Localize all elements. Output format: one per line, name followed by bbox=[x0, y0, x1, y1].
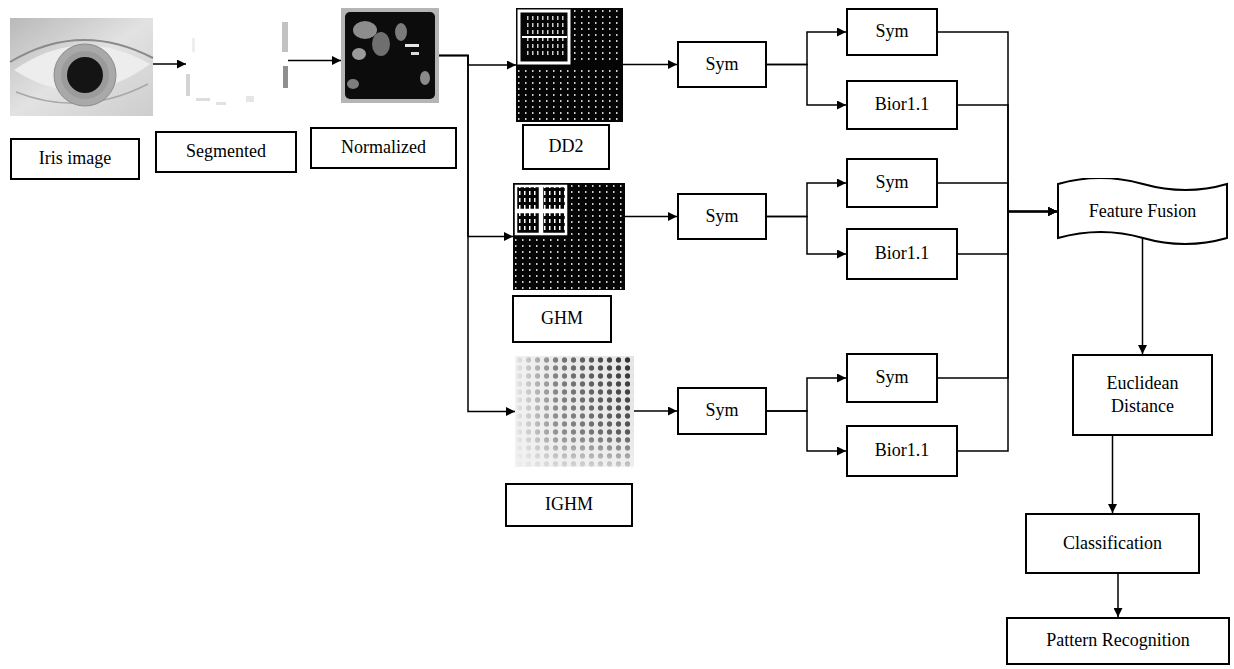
image-stage: GHM bbox=[512, 183, 625, 343]
flow-arrow bbox=[623, 64, 677, 66]
process-box: Sym bbox=[677, 193, 767, 240]
image-stage: Iris image bbox=[10, 18, 153, 180]
node-text: GHM bbox=[541, 307, 583, 330]
node-text: Sym bbox=[875, 171, 908, 194]
flow-arrow bbox=[153, 63, 186, 65]
flow-arrow bbox=[938, 183, 1057, 212]
node-text: IGHM bbox=[545, 493, 593, 516]
node-text: Classification bbox=[1063, 532, 1162, 555]
image-area bbox=[186, 18, 288, 110]
node-text: Iris image bbox=[39, 147, 111, 170]
node-text: Pattern Recognition bbox=[1046, 629, 1189, 652]
node-text: Bior1.1 bbox=[875, 439, 930, 462]
node-text: Euclidean Distance bbox=[1091, 372, 1195, 419]
process-box: Sym bbox=[846, 8, 938, 56]
node-text: Segmented bbox=[186, 140, 266, 163]
flow-arrow bbox=[767, 32, 846, 65]
label-box: Iris image bbox=[10, 138, 140, 180]
process-box: Bior1.1 bbox=[846, 80, 958, 130]
flow-arrow bbox=[767, 378, 846, 411]
flow-arrow bbox=[439, 56, 516, 66]
flow-arrow bbox=[1112, 436, 1114, 513]
ghm-image bbox=[513, 183, 625, 290]
label-box: IGHM bbox=[505, 483, 633, 527]
process-box: Classification bbox=[1025, 513, 1200, 574]
label-box: Segmented bbox=[155, 131, 297, 173]
label-box: GHM bbox=[512, 295, 612, 343]
node-text: Sym bbox=[875, 366, 908, 389]
node-text: Bior1.1 bbox=[875, 93, 930, 116]
eye-image bbox=[10, 18, 153, 116]
flow-arrow bbox=[767, 183, 846, 217]
image-area bbox=[513, 183, 625, 290]
process-box: Sym bbox=[846, 158, 938, 208]
flow-arrow bbox=[1117, 574, 1119, 617]
flow-arrow bbox=[767, 411, 846, 451]
process-box: Pattern Recognition bbox=[1006, 617, 1230, 665]
image-stage: Segmented bbox=[155, 18, 297, 173]
flow-arrow bbox=[767, 65, 846, 106]
dd2-image bbox=[516, 8, 623, 122]
flow-arrow bbox=[288, 60, 341, 62]
node-text: DD2 bbox=[549, 135, 584, 158]
process-box: Sym bbox=[846, 353, 938, 403]
flow-arrow bbox=[625, 216, 677, 218]
flow-arrow bbox=[1142, 238, 1144, 354]
flow-arrow bbox=[439, 56, 515, 412]
process-box: Sym bbox=[677, 41, 767, 88]
process-box: Euclidean Distance bbox=[1072, 354, 1213, 436]
node-text: Sym bbox=[705, 53, 738, 76]
image-area bbox=[341, 8, 439, 103]
node-text: Sym bbox=[875, 20, 908, 43]
image-stage: IGHM bbox=[505, 356, 634, 527]
node-text: Feature Fusion bbox=[1089, 200, 1197, 223]
image-area bbox=[10, 18, 153, 116]
label-box: DD2 bbox=[522, 124, 610, 170]
flow-arrow bbox=[634, 410, 677, 412]
segmented-image bbox=[186, 18, 288, 110]
process-box: Sym bbox=[677, 387, 767, 435]
flow-arrow bbox=[767, 217, 846, 255]
node-text: Sym bbox=[705, 205, 738, 228]
node-text: Sym bbox=[705, 399, 738, 422]
image-stage: DD2 bbox=[516, 8, 623, 170]
image-area bbox=[515, 356, 634, 467]
document-shape: Feature Fusion bbox=[1057, 178, 1228, 245]
ighm-image bbox=[515, 356, 634, 467]
image-stage: Normalized bbox=[310, 8, 457, 169]
process-box: Bior1.1 bbox=[846, 228, 958, 280]
node-text: Normalized bbox=[341, 136, 426, 159]
label-box: Normalized bbox=[310, 127, 457, 169]
process-box: Bior1.1 bbox=[846, 425, 958, 477]
image-area bbox=[516, 8, 623, 122]
node-text: Bior1.1 bbox=[875, 242, 930, 265]
flow-arrow bbox=[958, 212, 1057, 452]
normalized-image bbox=[341, 8, 439, 103]
